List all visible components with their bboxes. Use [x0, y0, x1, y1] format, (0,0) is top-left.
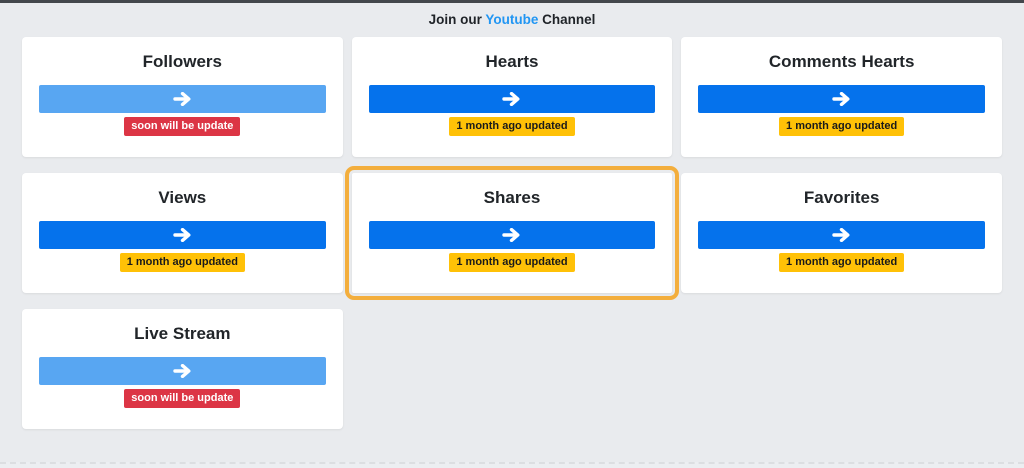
- youtube-link[interactable]: Youtube: [485, 12, 539, 27]
- card-hearts: Hearts 1 month ago updated: [351, 37, 673, 157]
- go-button-followers[interactable]: [39, 85, 326, 114]
- status-badge: 1 month ago updated: [119, 253, 245, 273]
- status-badge: soon will be update: [124, 389, 241, 409]
- card-live-stream: Live Stream soon will be update: [22, 309, 343, 429]
- go-button-views[interactable]: [39, 221, 326, 250]
- card-title: Hearts: [485, 52, 539, 71]
- page-title: Join our Youtube Channel: [0, 3, 1024, 37]
- arrow-right-icon: [502, 228, 521, 243]
- status-badge: 1 month ago updated: [779, 117, 905, 137]
- go-button-favorites[interactable]: [698, 221, 985, 250]
- go-button-comments-hearts[interactable]: [698, 85, 985, 114]
- status-badge: soon will be update: [124, 117, 241, 137]
- service-card-grid: Followers soon will be update Hearts 1 m…: [22, 37, 1002, 429]
- go-button-hearts[interactable]: [368, 85, 656, 114]
- arrow-right-icon: [173, 228, 192, 243]
- card-followers: Followers soon will be update: [22, 37, 343, 157]
- arrow-right-icon: [832, 92, 851, 107]
- arrow-right-icon: [832, 228, 851, 243]
- arrow-right-icon: [173, 92, 192, 107]
- card-title: Live Stream: [134, 324, 231, 343]
- status-badge: 1 month ago updated: [449, 117, 575, 137]
- card-title: Followers: [142, 52, 222, 71]
- go-button-live-stream[interactable]: [39, 357, 326, 386]
- title-prefix: Join our: [428, 12, 482, 27]
- status-badge: 1 month ago updated: [779, 253, 905, 273]
- arrow-right-icon: [173, 364, 192, 379]
- arrow-right-icon: [502, 92, 521, 107]
- card-title: Shares: [483, 188, 541, 207]
- card-shares-highlighted: Shares 1 month ago updated: [344, 166, 680, 300]
- card-title: Comments Hearts: [768, 52, 915, 71]
- title-suffix: Channel: [542, 12, 596, 27]
- card-favorites: Favorites 1 month ago updated: [681, 173, 1002, 293]
- footer-divider: [0, 462, 1024, 468]
- card-comments-hearts: Comments Hearts 1 month ago updated: [681, 37, 1002, 157]
- card-title: Views: [158, 188, 207, 207]
- card-views: Views 1 month ago updated: [22, 173, 343, 293]
- card-title: Favorites: [803, 188, 880, 207]
- go-button-shares[interactable]: [368, 221, 656, 250]
- top-accent-bar: [0, 0, 1024, 3]
- status-badge: 1 month ago updated: [449, 253, 575, 273]
